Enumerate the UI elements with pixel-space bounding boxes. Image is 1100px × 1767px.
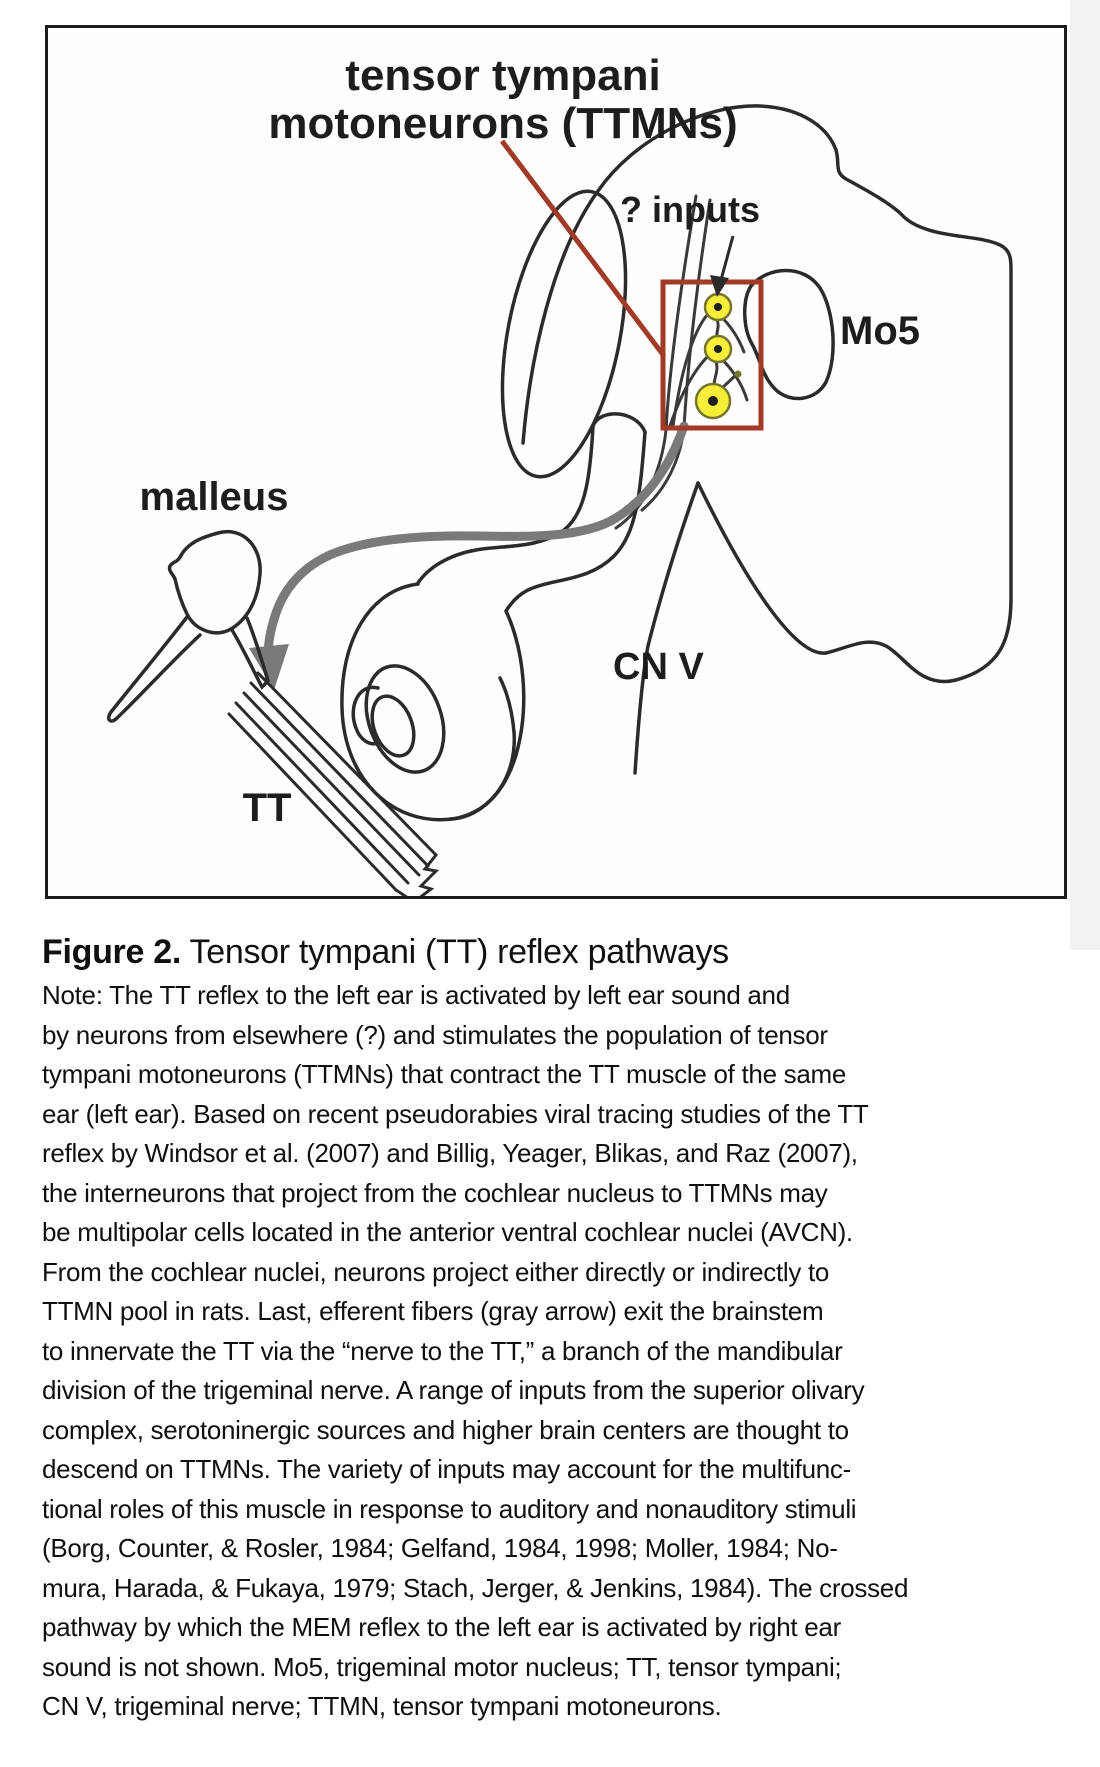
label-malleus: malleus bbox=[140, 475, 289, 519]
mo5-nucleus-outline bbox=[743, 268, 835, 401]
note-line: From the cochlear nuclei, neurons projec… bbox=[42, 1256, 830, 1287]
note-line: CN V, trigeminal nerve; TTMN, tensor tym… bbox=[42, 1691, 722, 1721]
note-line: descend on TTMNs. The variety of inputs … bbox=[42, 1454, 851, 1484]
note-line: be multipolar cells located in the anter… bbox=[42, 1217, 853, 1247]
note-line: ear (left ear). Based on recent pseudora… bbox=[42, 1098, 869, 1129]
note-line: TTMN pool in rats. Last, efferent fibers… bbox=[42, 1296, 824, 1326]
scan-edge-shade bbox=[1070, 0, 1100, 950]
label-inputs: ? inputs bbox=[620, 189, 760, 230]
label-mo5: Mo5 bbox=[840, 309, 920, 353]
note-line: sound is not shown. Mo5, trigeminal moto… bbox=[42, 1651, 842, 1682]
figure-title: Tensor tympani (TT) reflex pathways bbox=[181, 933, 730, 971]
note-line: pathway by which the MEM reflex to the l… bbox=[42, 1612, 841, 1642]
tt-muscle bbox=[227, 671, 440, 896]
caption-heading: Figure 2. Tensor tympani (TT) reflex pat… bbox=[42, 930, 1074, 974]
neuron-nuclei bbox=[708, 303, 722, 406]
figure-caption: Figure 2. Tensor tympani (TT) reflex pat… bbox=[42, 930, 1074, 1727]
note-line: tional roles of this muscle in response … bbox=[42, 1493, 857, 1524]
label-ttmn-line1: tensor tympani bbox=[345, 51, 660, 100]
note-line: (Borg, Counter, & Rosler, 1984; Gelfand,… bbox=[42, 1533, 838, 1563]
label-ttmn-line2: motoneurons (TTMNs) bbox=[268, 99, 737, 148]
cochlea-spiral bbox=[340, 582, 516, 822]
brainstem-outline bbox=[521, 104, 1013, 775]
ttmn-leader-line bbox=[500, 139, 666, 358]
figure-number: Figure 2. bbox=[42, 933, 181, 971]
malleus-bone bbox=[107, 529, 270, 723]
ttmn-stub-knob bbox=[734, 370, 742, 378]
inputs-arrow bbox=[710, 235, 735, 297]
tt-reflex-diagram: tensor tympani motoneurons (TTMNs) ? inp… bbox=[107, 51, 1013, 896]
note-line: division of the trigeminal nerve. A rang… bbox=[42, 1375, 865, 1405]
note-line: mura, Harada, & Fukaya, 1979; Stach, Jer… bbox=[42, 1572, 909, 1603]
label-cnv: CN V bbox=[613, 646, 704, 688]
cochlear-nucleus-oval bbox=[500, 189, 628, 479]
label-tt: TT bbox=[243, 786, 292, 830]
note-line: Note: The TT reflex to the left ear is a… bbox=[42, 980, 790, 1010]
note-line: complex, serotoninergic sources and high… bbox=[42, 1414, 849, 1445]
inputs-arrowhead bbox=[710, 275, 729, 297]
note-line: the interneurons that project from the c… bbox=[42, 1177, 828, 1208]
note-line: to innervate the TT via the “nerve to th… bbox=[42, 1335, 843, 1366]
note-line: tympani motoneurons (TTMNs) that contrac… bbox=[42, 1059, 847, 1089]
tt-muscle-jagged-end bbox=[394, 853, 440, 896]
note-line: reflex by Windsor et al. (2007) and Bill… bbox=[42, 1138, 858, 1168]
caption-note: Note: The TT reflex to the left ear is a… bbox=[42, 976, 1074, 1727]
cnv-notch-left-edge bbox=[633, 481, 700, 775]
figure-panel: tensor tympani motoneurons (TTMNs) ? inp… bbox=[45, 25, 1067, 899]
note-line: by neurons from elsewhere (?) and stimul… bbox=[42, 1019, 828, 1050]
